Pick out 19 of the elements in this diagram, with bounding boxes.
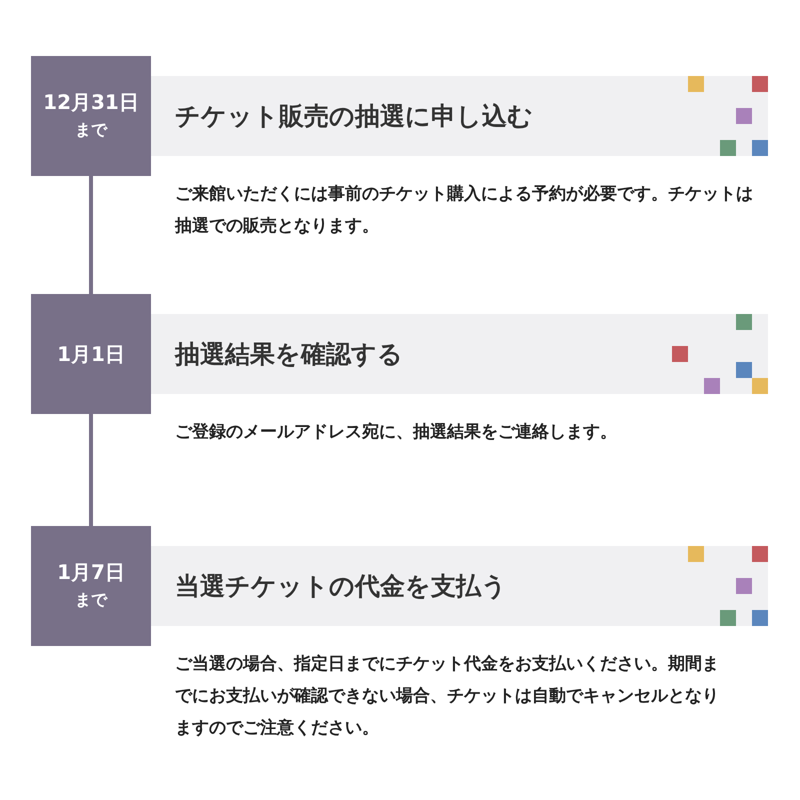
heading-text: 当選チケットの代金を支払う bbox=[175, 570, 507, 602]
deadline-text: まで bbox=[75, 589, 107, 611]
date-box bbox=[31, 526, 151, 646]
date-text: 12月31日 bbox=[43, 89, 139, 116]
description-text: ご当選の場合、指定日までにチケット代金をお支払いください。期間までにお支払いが確認できない場合、チケットは自動でキャンセルとなりますのでご注意ください。 bbox=[175, 653, 720, 740]
deadline-text: まで bbox=[75, 119, 107, 141]
heading-band bbox=[151, 546, 768, 626]
date-text: 1月7日 bbox=[57, 559, 125, 586]
date-box bbox=[31, 294, 151, 414]
date-box bbox=[31, 56, 151, 176]
heading-text: チケット販売の抽選に申し込む bbox=[175, 100, 533, 132]
heading-band bbox=[151, 314, 768, 394]
description-text: ご来館いただくには事前のチケット購入による予約が必要です。チケットは抽選での販売となります。 bbox=[175, 183, 754, 238]
heading-band bbox=[151, 76, 768, 156]
heading-text: 抽選結果を確認する bbox=[175, 338, 403, 370]
date-text: 1月1日 bbox=[57, 341, 125, 368]
connector-line bbox=[89, 176, 93, 294]
description-text: ご登録のメールアドレス宛に、抽選結果をご連絡します。 bbox=[175, 421, 618, 444]
connector-line bbox=[89, 414, 93, 526]
